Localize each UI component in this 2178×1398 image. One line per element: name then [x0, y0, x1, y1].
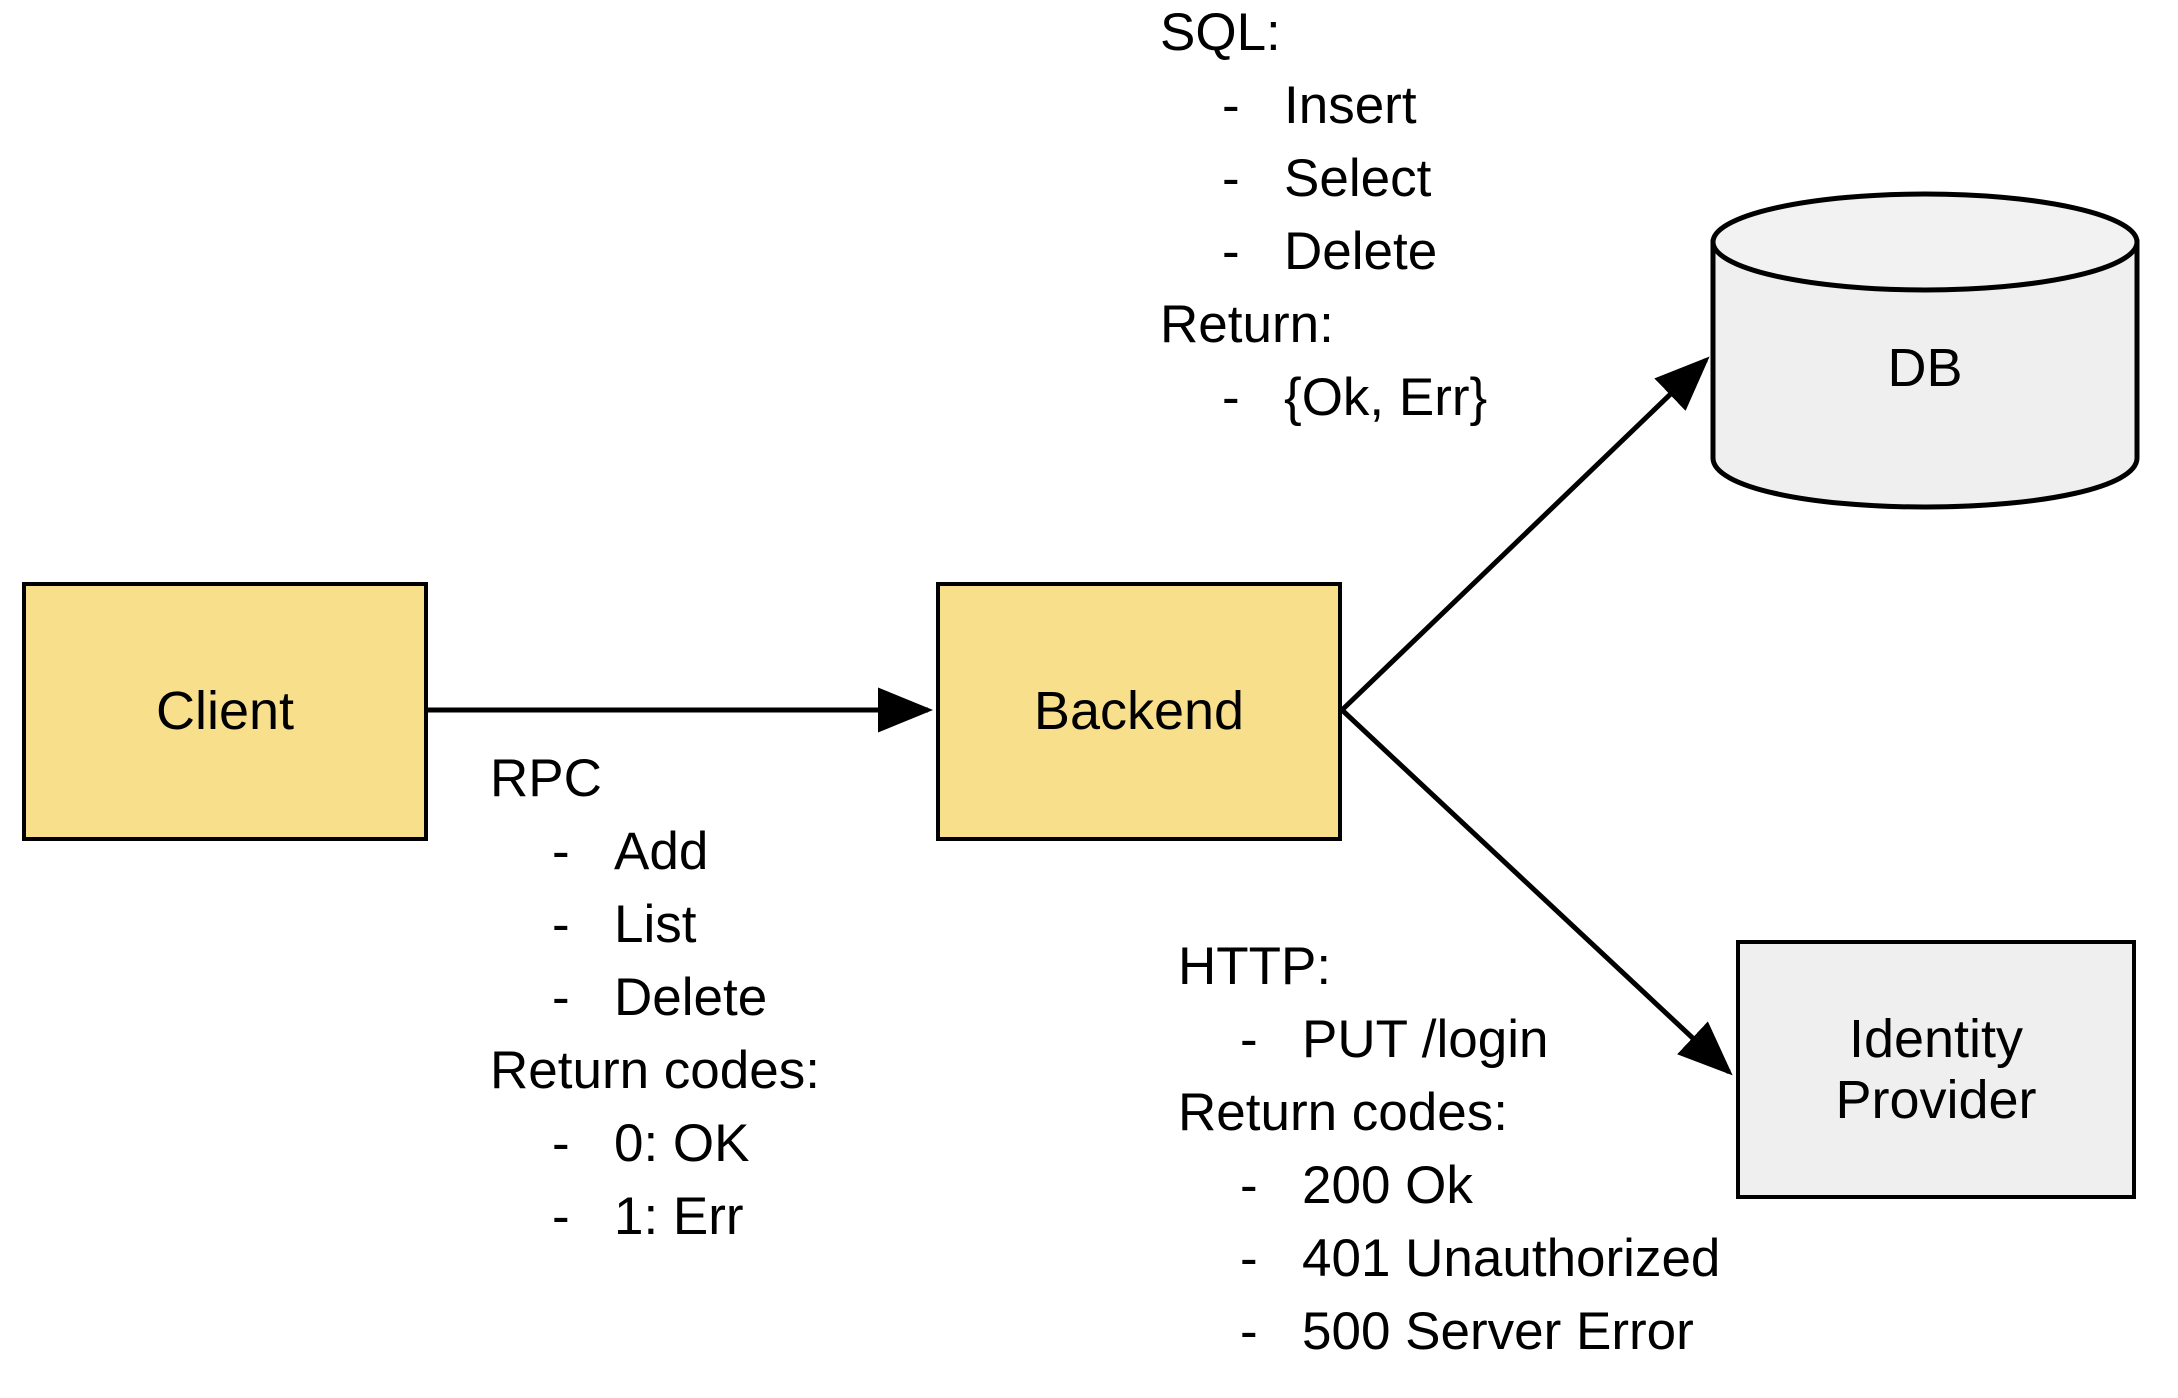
node-client-label: Client: [155, 681, 295, 742]
annotation-http: HTTP: -PUT /login Return codes: -200 Ok …: [1178, 930, 1720, 1368]
annotation-rpc: RPC -Add -List -Delete Return codes: -0:…: [490, 742, 820, 1253]
bullet-dash: -: [552, 1114, 570, 1173]
http-heading: HTTP:: [1178, 937, 1332, 996]
database-cylinder-icon: [1710, 191, 2140, 510]
bullet-dash: -: [1240, 1156, 1258, 1215]
rpc-return-item: -0: OK: [490, 1107, 820, 1180]
sql-item: -Insert: [1160, 69, 1487, 142]
rpc-item-text: List: [614, 895, 697, 954]
sql-return-heading: Return:: [1160, 295, 1334, 354]
node-backend-label: Backend: [1033, 681, 1245, 742]
node-client[interactable]: Client: [22, 582, 428, 841]
bullet-dash: -: [552, 1187, 570, 1246]
rpc-heading: RPC: [490, 749, 602, 808]
idp-label-line1: Identity: [1848, 1009, 2024, 1070]
bullet-dash: -: [552, 822, 570, 881]
sql-item-text: Select: [1284, 149, 1432, 208]
node-backend[interactable]: Backend: [936, 582, 1342, 841]
node-db[interactable]: DB: [1710, 190, 2140, 510]
sql-item: -Delete: [1160, 215, 1487, 288]
rpc-return-item: -1: Err: [490, 1180, 820, 1253]
http-return-item-text: 500 Server Error: [1302, 1302, 1694, 1361]
bullet-dash: -: [1240, 1229, 1258, 1288]
bullet-dash: -: [1222, 368, 1240, 427]
http-return-heading: Return codes:: [1178, 1083, 1508, 1142]
sql-item-text: Insert: [1284, 76, 1417, 135]
sql-return-item: -{Ok, Err}: [1160, 361, 1487, 434]
sql-item-text: Delete: [1284, 222, 1438, 281]
bullet-dash: -: [1240, 1302, 1258, 1361]
node-identity-provider-label: Identity Provider: [1835, 1009, 2036, 1130]
http-return-item-text: 200 Ok: [1302, 1156, 1473, 1215]
bullet-dash: -: [1222, 76, 1240, 135]
node-identity-provider[interactable]: Identity Provider: [1736, 940, 2136, 1199]
rpc-return-item-text: 0: OK: [614, 1114, 750, 1173]
http-return-item-text: 401 Unauthorized: [1302, 1229, 1721, 1288]
bullet-dash: -: [552, 895, 570, 954]
sql-item: -Select: [1160, 142, 1487, 215]
rpc-item: -List: [490, 888, 820, 961]
node-db-label: DB: [1887, 338, 1963, 398]
rpc-item-text: Delete: [614, 968, 768, 1027]
bullet-dash: -: [552, 968, 570, 1027]
idp-label-line2: Provider: [1835, 1069, 2037, 1130]
sql-return-item-text: {Ok, Err}: [1284, 368, 1488, 427]
http-return-item: -200 Ok: [1178, 1149, 1720, 1222]
sql-heading: SQL:: [1160, 3, 1281, 62]
rpc-return-item-text: 1: Err: [614, 1187, 744, 1246]
rpc-item: -Delete: [490, 961, 820, 1034]
bullet-dash: -: [1222, 222, 1240, 281]
bullet-dash: -: [1240, 1010, 1258, 1069]
http-return-item: -401 Unauthorized: [1178, 1222, 1720, 1295]
http-item: -PUT /login: [1178, 1003, 1720, 1076]
bullet-dash: -: [1222, 149, 1240, 208]
http-item-text: PUT /login: [1302, 1010, 1549, 1069]
annotation-sql: SQL: -Insert -Select -Delete Return: -{O…: [1160, 0, 1487, 434]
rpc-item-text: Add: [614, 822, 709, 881]
rpc-return-heading: Return codes:: [490, 1041, 820, 1100]
rpc-item: -Add: [490, 815, 820, 888]
http-return-item: -500 Server Error: [1178, 1295, 1720, 1368]
